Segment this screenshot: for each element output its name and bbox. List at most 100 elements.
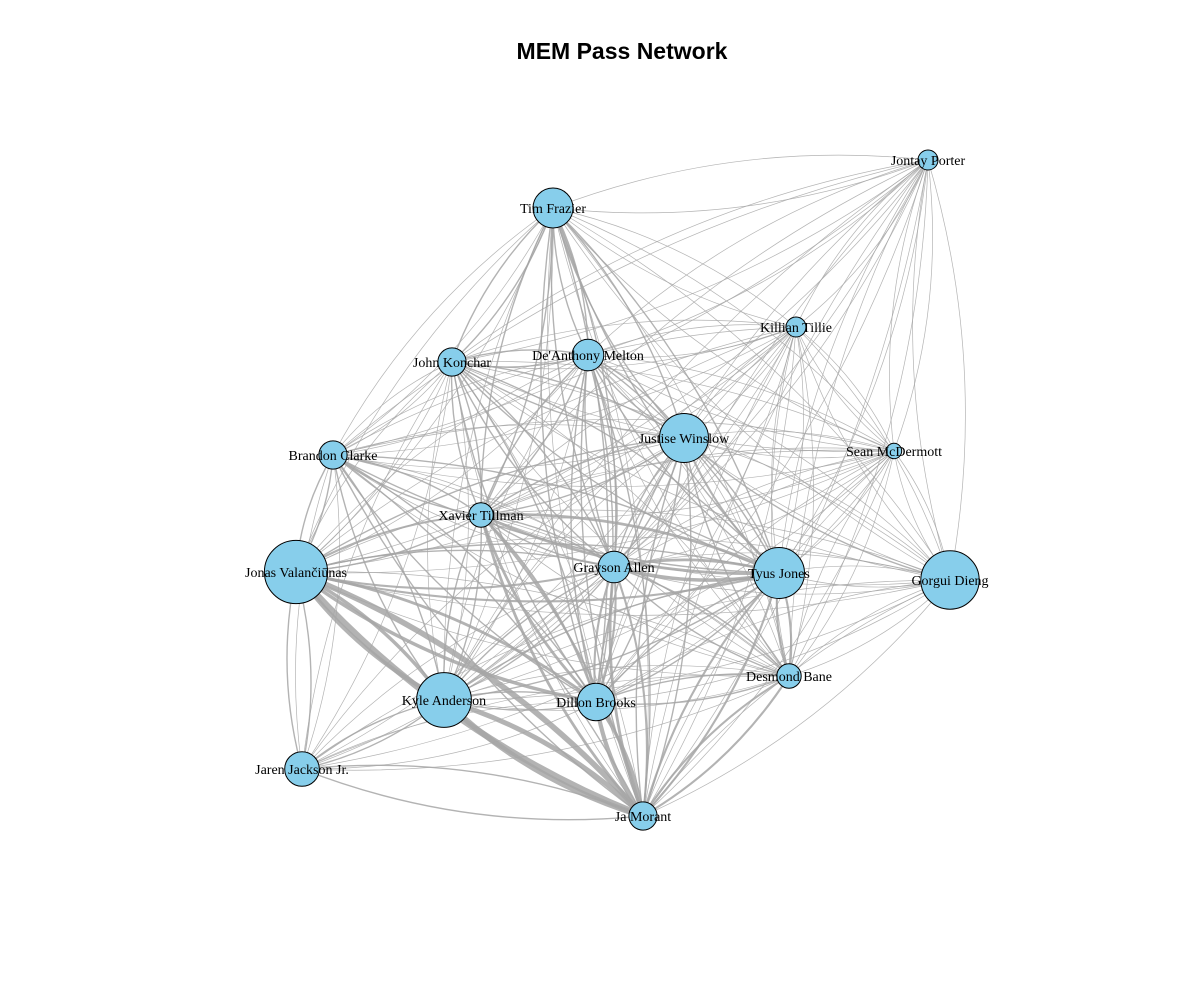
edge-dieng-to-valanciunas bbox=[295, 536, 951, 581]
edge-konchar-to-tillman bbox=[450, 361, 482, 516]
edge-tillie-to-konchar bbox=[451, 319, 797, 363]
edge-frazier-to-brooks bbox=[540, 207, 597, 703]
edge-tillie-to-mcdermott bbox=[795, 326, 895, 452]
edge-anderson-to-porter bbox=[443, 159, 929, 701]
edge-brooks-to-mcdermott bbox=[595, 450, 895, 703]
edge-bane-to-valanciunas bbox=[295, 571, 790, 677]
edge-clarke-to-porter bbox=[332, 159, 929, 456]
edge-allen-to-porter bbox=[613, 159, 929, 568]
edge-melton-to-tillman bbox=[480, 354, 589, 516]
edge-mcdermott-to-frazier bbox=[552, 207, 895, 452]
edge-frazier-to-bane bbox=[552, 207, 790, 677]
edge-bane-to-jackson bbox=[301, 674, 790, 770]
edge-porter-to-dieng bbox=[912, 159, 951, 581]
edge-mcdermott-to-valanciunas bbox=[295, 449, 895, 573]
node-porter bbox=[917, 149, 939, 171]
node-bane bbox=[776, 663, 802, 689]
node-frazier bbox=[532, 187, 574, 229]
edge-brooks-to-frazier bbox=[552, 207, 609, 703]
edge-porter-to-anderson bbox=[443, 159, 929, 701]
edge-bane-to-tillman bbox=[480, 514, 790, 677]
edge-porter-to-allen bbox=[613, 159, 929, 568]
node-winslow bbox=[659, 413, 709, 463]
edge-bane-to-winslow bbox=[683, 437, 790, 677]
edge-tjones-to-clarke bbox=[332, 454, 780, 574]
edge-valanciunas-to-bane bbox=[295, 571, 790, 677]
edge-tillie-to-brooks bbox=[595, 326, 797, 703]
edge-valanciunas-to-mcdermott bbox=[295, 450, 895, 574]
node-label-valanciunas: Jonas Valančiūnas bbox=[245, 566, 347, 581]
edge-anderson-to-frazier bbox=[443, 207, 554, 701]
edge-clarke-to-winslow bbox=[332, 437, 685, 469]
edge-winslow-to-valanciunas bbox=[295, 437, 685, 573]
edge-konchar-to-valanciunas bbox=[295, 361, 453, 573]
nodes-layer bbox=[263, 149, 980, 831]
edge-jackson-to-konchar bbox=[301, 361, 453, 770]
node-anderson bbox=[416, 672, 472, 728]
edge-valanciunas-to-tjones bbox=[294, 570, 781, 603]
edge-tillie-to-porter bbox=[795, 159, 929, 328]
edge-porter-to-morant bbox=[642, 159, 929, 817]
node-label-bane: Desmond Bane bbox=[746, 670, 832, 685]
node-label-dieng: Gorgui Dieng bbox=[911, 574, 988, 589]
edge-valanciunas-to-melton bbox=[295, 354, 589, 573]
edge-anderson-to-morant bbox=[441, 697, 646, 819]
node-valanciunas bbox=[263, 539, 329, 605]
edge-clarke-to-melton bbox=[332, 354, 589, 456]
edge-morant-to-tillie bbox=[642, 326, 797, 817]
edge-konchar-to-porter bbox=[451, 159, 929, 363]
node-label-winslow: Justise Winslow bbox=[639, 432, 730, 447]
node-allen bbox=[597, 550, 631, 584]
edge-brooks-to-winslow bbox=[595, 437, 685, 703]
edge-mcdermott-to-clarke bbox=[332, 418, 895, 456]
edge-morant-to-winslow bbox=[642, 437, 692, 817]
node-label-brooks: Dillon Brooks bbox=[556, 696, 636, 711]
edge-valanciunas-to-tillie bbox=[295, 326, 797, 573]
node-melton bbox=[571, 338, 605, 372]
edge-frazier-to-allen bbox=[550, 207, 615, 568]
edge-tillie-to-anderson bbox=[443, 326, 797, 701]
edge-konchar-to-bane bbox=[451, 361, 790, 677]
edge-bane-to-allen bbox=[613, 566, 790, 677]
edge-porter-to-clarke bbox=[332, 159, 929, 456]
edge-melton-to-valanciunas bbox=[295, 354, 589, 573]
edge-tillie-to-frazier bbox=[552, 207, 797, 328]
edge-winslow-to-morant bbox=[635, 437, 685, 817]
edge-tjones-to-porter bbox=[778, 159, 929, 574]
edge-clarke-to-anderson bbox=[332, 454, 445, 701]
edge-mcdermott-to-anderson bbox=[443, 450, 895, 701]
node-jackson bbox=[284, 751, 320, 787]
edge-morant-to-melton bbox=[587, 354, 651, 817]
node-tillie bbox=[785, 316, 807, 338]
edges-layer bbox=[286, 154, 966, 821]
edge-mcdermott-to-brooks bbox=[595, 450, 895, 703]
edge-frazier-to-clarke bbox=[332, 207, 554, 456]
edge-konchar-to-tillie bbox=[451, 326, 797, 370]
node-label-melton: De'Anthony Melton bbox=[532, 349, 644, 364]
edge-tillman-to-brooks bbox=[479, 513, 598, 704]
edge-tillman-to-melton bbox=[480, 354, 589, 516]
node-morant bbox=[628, 801, 658, 831]
edge-brooks-to-tjones bbox=[595, 572, 780, 703]
edge-winslow-to-clarke bbox=[332, 424, 685, 456]
edge-brooks-to-melton bbox=[587, 354, 614, 703]
edge-anderson-to-konchar bbox=[443, 361, 469, 701]
edge-porter-to-konchar bbox=[451, 159, 929, 363]
edge-bane-to-brooks bbox=[595, 673, 790, 703]
edge-frazier-to-morant bbox=[547, 207, 644, 817]
edge-allen-to-frazier bbox=[552, 207, 617, 568]
edge-bane-to-clarke bbox=[332, 454, 790, 677]
edge-porter-to-brooks bbox=[595, 159, 929, 703]
edge-dieng-to-tillman bbox=[480, 509, 951, 581]
edge-tillman-to-porter bbox=[480, 159, 929, 516]
edge-mcdermott-to-winslow bbox=[683, 430, 895, 452]
edge-jackson-to-brooks bbox=[301, 701, 597, 770]
edge-tillman-to-tillie bbox=[480, 326, 797, 516]
edge-konchar-to-jackson bbox=[301, 361, 453, 770]
edge-tillman-to-morant bbox=[479, 513, 645, 818]
edge-tillman-to-dieng bbox=[480, 514, 951, 586]
edge-porter-to-melton bbox=[587, 159, 929, 356]
